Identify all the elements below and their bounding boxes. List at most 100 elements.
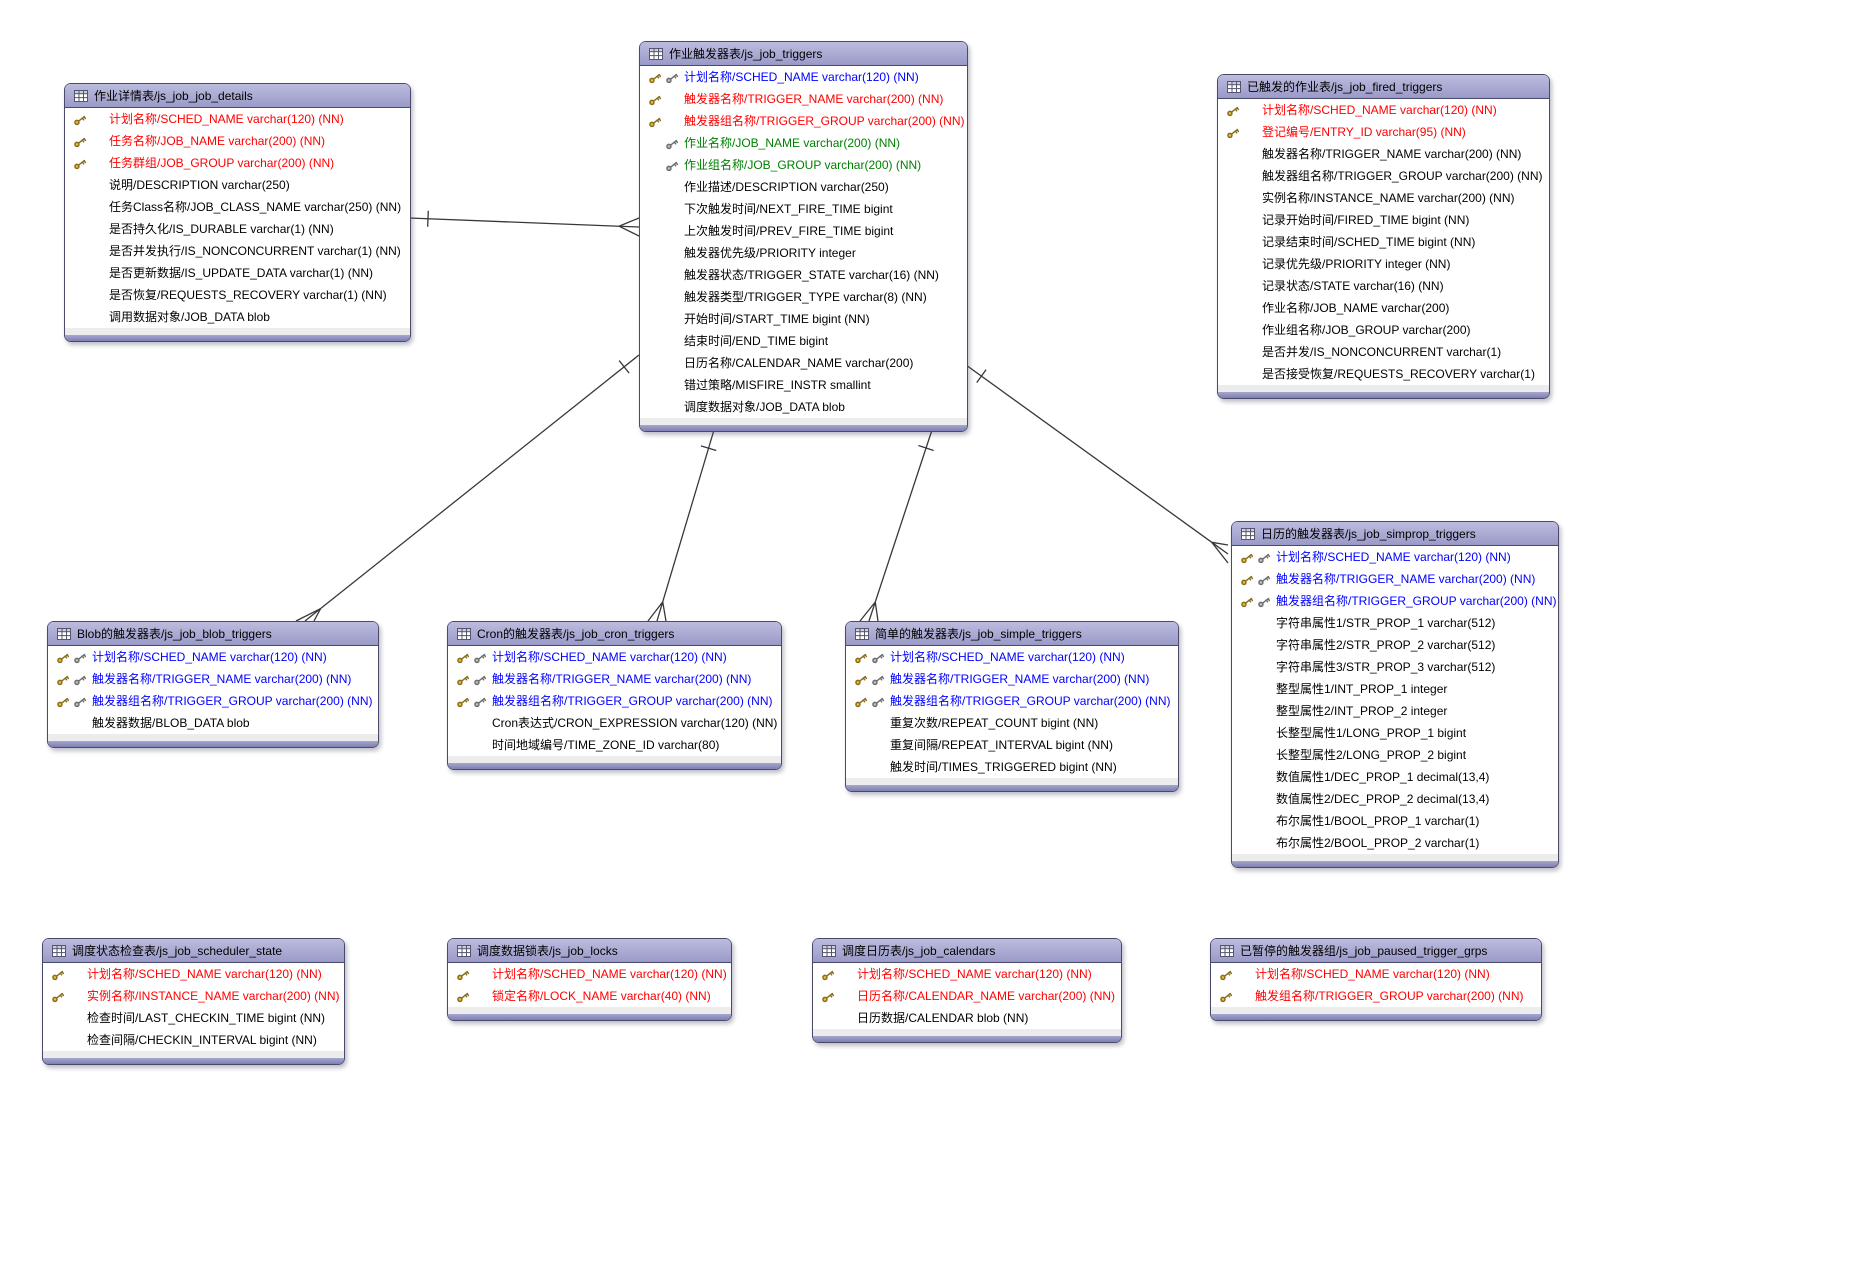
table-row[interactable]: Cron表达式/CRON_EXPRESSION varchar(120) (NN… — [448, 712, 781, 734]
table-row[interactable]: 作业名称/JOB_NAME varchar(200) — [1218, 297, 1549, 319]
table-row[interactable]: 日历名称/CALENDAR_NAME varchar(200) — [640, 352, 967, 374]
table-row[interactable]: 重复次数/REPEAT_COUNT bigint (NN) — [846, 712, 1178, 734]
table-row[interactable]: 触发器组名称/TRIGGER_GROUP varchar(200) (NN) — [448, 690, 781, 712]
table-header[interactable]: 日历的触发器表/js_job_simprop_triggers — [1232, 522, 1558, 546]
table-row[interactable]: 作业组名称/JOB_GROUP varchar(200) — [1218, 319, 1549, 341]
table-row[interactable]: 触发器名称/TRIGGER_NAME varchar(200) (NN) — [1232, 568, 1558, 590]
table-row[interactable]: 计划名称/SCHED_NAME varchar(120) (NN) — [48, 646, 378, 668]
table-header[interactable]: 调度日历表/js_job_calendars — [813, 939, 1121, 963]
table-header[interactable]: 调度状态检查表/js_job_scheduler_state — [43, 939, 344, 963]
table-row[interactable]: 触发器名称/TRIGGER_NAME varchar(200) (NN) — [1218, 143, 1549, 165]
table-row[interactable]: 计划名称/SCHED_NAME varchar(120) (NN) — [1218, 99, 1549, 121]
table-row[interactable]: 调度数据对象/JOB_DATA blob — [640, 396, 967, 418]
table-row[interactable]: 计划名称/SCHED_NAME varchar(120) (NN) — [448, 963, 731, 985]
table-row[interactable]: 触发器组名称/TRIGGER_GROUP varchar(200) (NN) — [48, 690, 378, 712]
relationship-triggers-to-simprop-triggers[interactable] — [965, 364, 1229, 564]
table-row[interactable]: 记录开始时间/FIRED_TIME bigint (NN) — [1218, 209, 1549, 231]
table-row[interactable]: 触发器组名称/TRIGGER_GROUP varchar(200) (NN) — [1232, 590, 1558, 612]
relationship-triggers-to-blob-triggers[interactable] — [295, 354, 640, 622]
table-header[interactable]: 作业触发器表/js_job_triggers — [640, 42, 967, 66]
table-row[interactable]: 记录状态/STATE varchar(16) (NN) — [1218, 275, 1549, 297]
table-row[interactable]: 作业描述/DESCRIPTION varchar(250) — [640, 176, 967, 198]
table-row[interactable]: 计划名称/SCHED_NAME varchar(120) (NN) — [846, 646, 1178, 668]
table-row[interactable]: 作业组名称/JOB_GROUP varchar(200) (NN) — [640, 154, 967, 176]
table-row[interactable]: 触发器组名称/TRIGGER_GROUP varchar(200) (NN) — [640, 110, 967, 132]
table-row[interactable]: 整型属性2/INT_PROP_2 integer — [1232, 700, 1558, 722]
table-row[interactable]: 数值属性2/DEC_PROP_2 decimal(13,4) — [1232, 788, 1558, 810]
table-row[interactable]: 作业名称/JOB_NAME varchar(200) (NN) — [640, 132, 967, 154]
table-row[interactable]: 任务群组/JOB_GROUP varchar(200) (NN) — [65, 152, 410, 174]
table-row[interactable]: 是否更新数据/IS_UPDATE_DATA varchar(1) (NN) — [65, 262, 410, 284]
table-row[interactable]: 布尔属性1/BOOL_PROP_1 varchar(1) — [1232, 810, 1558, 832]
table-row[interactable]: 字符串属性2/STR_PROP_2 varchar(512) — [1232, 634, 1558, 656]
table-row[interactable]: 触发器组名称/TRIGGER_GROUP varchar(200) (NN) — [846, 690, 1178, 712]
table-header[interactable]: 作业详情表/js_job_job_details — [65, 84, 410, 108]
table-row[interactable]: 记录优先级/PRIORITY integer (NN) — [1218, 253, 1549, 275]
table-row[interactable]: 布尔属性2/BOOL_PROP_2 varchar(1) — [1232, 832, 1558, 854]
table-row[interactable]: 触发器状态/TRIGGER_STATE varchar(16) (NN) — [640, 264, 967, 286]
table-row[interactable]: 时间地域编号/TIME_ZONE_ID varchar(80) — [448, 734, 781, 756]
table-row[interactable]: 是否持久化/IS_DURABLE varchar(1) (NN) — [65, 218, 410, 240]
table-row[interactable]: 任务名称/JOB_NAME varchar(200) (NN) — [65, 130, 410, 152]
table-row[interactable]: 整型属性1/INT_PROP_1 integer — [1232, 678, 1558, 700]
table-row[interactable]: 触发时间/TIMES_TRIGGERED bigint (NN) — [846, 756, 1178, 778]
table-row[interactable]: 长整型属性1/LONG_PROP_1 bigint — [1232, 722, 1558, 744]
table-row[interactable]: 计划名称/SCHED_NAME varchar(120) (NN) — [813, 963, 1121, 985]
table-row[interactable]: 检查间隔/CHECKIN_INTERVAL bigint (NN) — [43, 1029, 344, 1051]
table-row[interactable]: 触发器名称/TRIGGER_NAME varchar(200) (NN) — [448, 668, 781, 690]
table-row[interactable]: 重复间隔/REPEAT_INTERVAL bigint (NN) — [846, 734, 1178, 756]
table-row[interactable]: 字符串属性1/STR_PROP_1 varchar(512) — [1232, 612, 1558, 634]
table-row[interactable]: 日历名称/CALENDAR_NAME varchar(200) (NN) — [813, 985, 1121, 1007]
table-row[interactable]: 计划名称/SCHED_NAME varchar(120) (NN) — [65, 108, 410, 130]
table-row[interactable]: 触发器优先级/PRIORITY integer — [640, 242, 967, 264]
table-row[interactable]: 计划名称/SCHED_NAME varchar(120) (NN) — [1232, 546, 1558, 568]
table-row[interactable]: 上次触发时间/PREV_FIRE_TIME bigint — [640, 220, 967, 242]
table-row[interactable]: 登记编号/ENTRY_ID varchar(95) (NN) — [1218, 121, 1549, 143]
table-row[interactable]: 数值属性1/DEC_PROP_1 decimal(13,4) — [1232, 766, 1558, 788]
relationship-job-details-to-triggers[interactable] — [408, 210, 640, 237]
relationship-triggers-to-simple-triggers[interactable] — [859, 429, 934, 622]
table-row[interactable]: 错过策略/MISFIRE_INSTR smallint — [640, 374, 967, 396]
table-row[interactable]: 实例名称/INSTANCE_NAME varchar(200) (NN) — [43, 985, 344, 1007]
table-row[interactable]: 开始时间/START_TIME bigint (NN) — [640, 308, 967, 330]
table-row[interactable]: 说明/DESCRIPTION varchar(250) — [65, 174, 410, 196]
table-row[interactable]: 是否恢复/REQUESTS_RECOVERY varchar(1) (NN) — [65, 284, 410, 306]
table-row[interactable]: 任务Class名称/JOB_CLASS_NAME varchar(250) (N… — [65, 196, 410, 218]
table-row[interactable]: 长整型属性2/LONG_PROP_2 bigint — [1232, 744, 1558, 766]
table-row[interactable]: 计划名称/SCHED_NAME varchar(120) (NN) — [1211, 963, 1541, 985]
table-row[interactable]: 实例名称/INSTANCE_NAME varchar(200) (NN) — [1218, 187, 1549, 209]
table-row[interactable]: 触发器名称/TRIGGER_NAME varchar(200) (NN) — [846, 668, 1178, 690]
table-row[interactable]: 触发组名称/TRIGGER_GROUP varchar(200) (NN) — [1211, 985, 1541, 1007]
table-row[interactable]: 调用数据对象/JOB_DATA blob — [65, 306, 410, 328]
table-row[interactable]: 计划名称/SCHED_NAME varchar(120) (NN) — [43, 963, 344, 985]
table-row[interactable]: 触发器名称/TRIGGER_NAME varchar(200) (NN) — [48, 668, 378, 690]
table-header[interactable]: Blob的触发器表/js_job_blob_triggers — [48, 622, 378, 646]
relationship-triggers-to-cron-triggers[interactable] — [647, 429, 717, 622]
table-header[interactable]: 已触发的作业表/js_job_fired_triggers — [1218, 75, 1549, 99]
table-row[interactable]: 计划名称/SCHED_NAME varchar(120) (NN) — [640, 66, 967, 88]
table-row[interactable]: 结束时间/END_TIME bigint — [640, 330, 967, 352]
table-row[interactable]: 触发器名称/TRIGGER_NAME varchar(200) (NN) — [640, 88, 967, 110]
table-row[interactable]: 触发器类型/TRIGGER_TYPE varchar(8) (NN) — [640, 286, 967, 308]
table-row[interactable]: 下次触发时间/NEXT_FIRE_TIME bigint — [640, 198, 967, 220]
table-row[interactable]: 触发器数据/BLOB_DATA blob — [48, 712, 378, 734]
table-row[interactable]: 是否并发执行/IS_NONCONCURRENT varchar(1) (NN) — [65, 240, 410, 262]
table-row[interactable]: 字符串属性3/STR_PROP_3 varchar(512) — [1232, 656, 1558, 678]
table-row[interactable]: 检查时间/LAST_CHECKIN_TIME bigint (NN) — [43, 1007, 344, 1029]
table-header[interactable]: 已暂停的触发器组/js_job_paused_trigger_grps — [1211, 939, 1541, 963]
table-row[interactable]: 计划名称/SCHED_NAME varchar(120) (NN) — [448, 646, 781, 668]
table-row[interactable]: 是否并发/IS_NONCONCURRENT varchar(1) — [1218, 341, 1549, 363]
table-row[interactable]: 触发器组名称/TRIGGER_GROUP varchar(200) (NN) — [1218, 165, 1549, 187]
table-row[interactable]: 锁定名称/LOCK_NAME varchar(40) (NN) — [448, 985, 731, 1007]
